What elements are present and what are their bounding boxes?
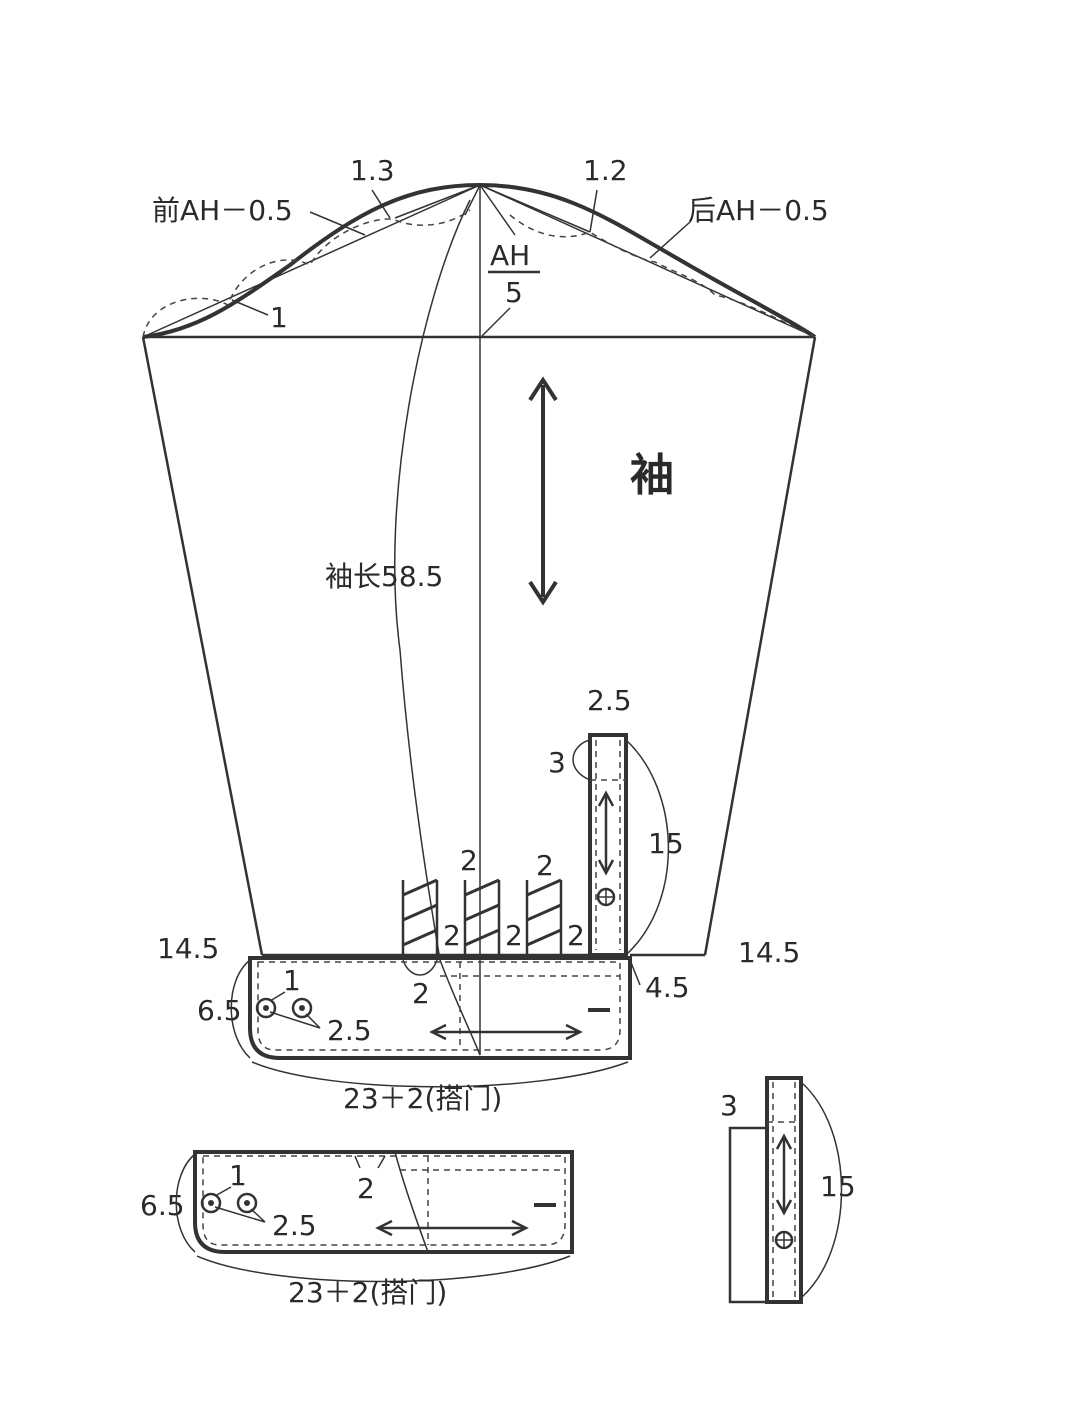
- front-curve-leader: [371, 189, 391, 219]
- cuff-upper-width-arc: [251, 1061, 629, 1088]
- sleeve-side-left: [141, 336, 264, 956]
- tab-separate-length-arc: [800, 1081, 843, 1299]
- cuff-upper-button-spacing-label: 2.5: [327, 1014, 372, 1047]
- ah-denominator: 5: [505, 276, 523, 309]
- tab-separate-length-label: 15: [820, 1170, 856, 1203]
- back-curve-leader: [589, 189, 598, 233]
- tab-bottom-offset-label: 4.5: [645, 971, 690, 1004]
- cuff-lower-height-arc: [175, 1153, 196, 1253]
- pleat-2: [463, 878, 501, 955]
- sleeve-length-arc: [393, 199, 471, 961]
- cuff-upper-button-offset-label: 1: [283, 964, 301, 997]
- pleat-gap-side-3: 2: [567, 919, 585, 952]
- cuff-lower-width-label: 23＋2(搭门): [288, 1276, 447, 1309]
- front-armhole-label: 前AH－0.5: [152, 194, 293, 227]
- pleat-gap-bottom-arc: [402, 959, 438, 976]
- ah-leader: [481, 307, 511, 337]
- pleat-gap-top-1: 2: [460, 844, 478, 877]
- front-cap-straight: [142, 184, 481, 338]
- sleeve-grain-arrow: [528, 376, 558, 606]
- tab-separate-top-offset-label: 3: [720, 1089, 738, 1122]
- cuff-lower-button-offset-label: 1: [229, 1159, 247, 1192]
- sleeve-length-arc-lower: [439, 959, 481, 1056]
- cuff-lower-width-arc: [196, 1255, 571, 1283]
- pleat-group: 2 2 2 2 2 2: [401, 844, 585, 1010]
- cap-fan-1: [394, 184, 481, 219]
- back-armhole-label: 后AH－0.5: [688, 194, 829, 227]
- front-lower-leader: [231, 299, 269, 316]
- ah-numerator: AH: [490, 239, 530, 272]
- sleeve-side-right: [703, 336, 817, 956]
- sleeve-tab: 2.5 3 15 4.5: [548, 684, 690, 1004]
- tab-length-arc: [625, 739, 670, 956]
- front-armhole-leader: [309, 211, 366, 236]
- cap-fan-4: [479, 184, 516, 236]
- back-cap-straight: [479, 184, 816, 338]
- back-armhole-leader: [649, 221, 691, 259]
- hem-left-label: 14.5: [157, 932, 219, 965]
- cuff-upper-width-label: 23＋2(搭门): [343, 1082, 502, 1115]
- cuff-lower-pleat-mark: 2: [357, 1172, 375, 1205]
- tab-width-label: 2.5: [587, 684, 632, 717]
- pleat-gap-bottom: 2: [412, 977, 430, 1010]
- cuff-lower-button-spacing-label: 2.5: [272, 1209, 317, 1242]
- tab-top-offset-label: 3: [548, 746, 566, 779]
- back-curve-mark: 1.2: [583, 154, 628, 187]
- pleat-1: [401, 878, 439, 955]
- sleeve-name: 袖: [630, 450, 674, 501]
- tab-top-offset-arc: [572, 739, 591, 781]
- sleeve-piece: 1.3 1.2 前AH－0.5 后AH－0.5 AH 5 1 袖 袖长58.5 …: [141, 154, 829, 1056]
- pleat-gap-side-2: 2: [505, 919, 523, 952]
- tab-separate: 3 15: [720, 1076, 856, 1304]
- front-curve-mark: 1.3: [350, 154, 395, 187]
- tab-length-label: 15: [648, 827, 684, 860]
- cap-fan-2: [479, 184, 591, 233]
- pleat-3: [525, 878, 563, 955]
- cap-dashed-arcs: [142, 209, 816, 338]
- cuff-upper: 6.5 1 2.5 23＋2(搭门): [197, 956, 632, 1115]
- cuff-upper-height-label: 6.5: [197, 994, 242, 1027]
- sleeve-length-label: 袖长58.5: [325, 560, 443, 593]
- front-lower-mark: 1: [270, 301, 288, 334]
- cuff-lower: 6.5 1 2.5 2 23＋2(搭门): [140, 1150, 574, 1309]
- cap-fan-3: [464, 184, 481, 216]
- hem-right-label: 14.5: [738, 936, 800, 969]
- pleat-gap-top-2: 2: [536, 849, 554, 882]
- pleat-gap-side-1: 2: [443, 919, 461, 952]
- cuff-upper-height-arc: [230, 959, 251, 1059]
